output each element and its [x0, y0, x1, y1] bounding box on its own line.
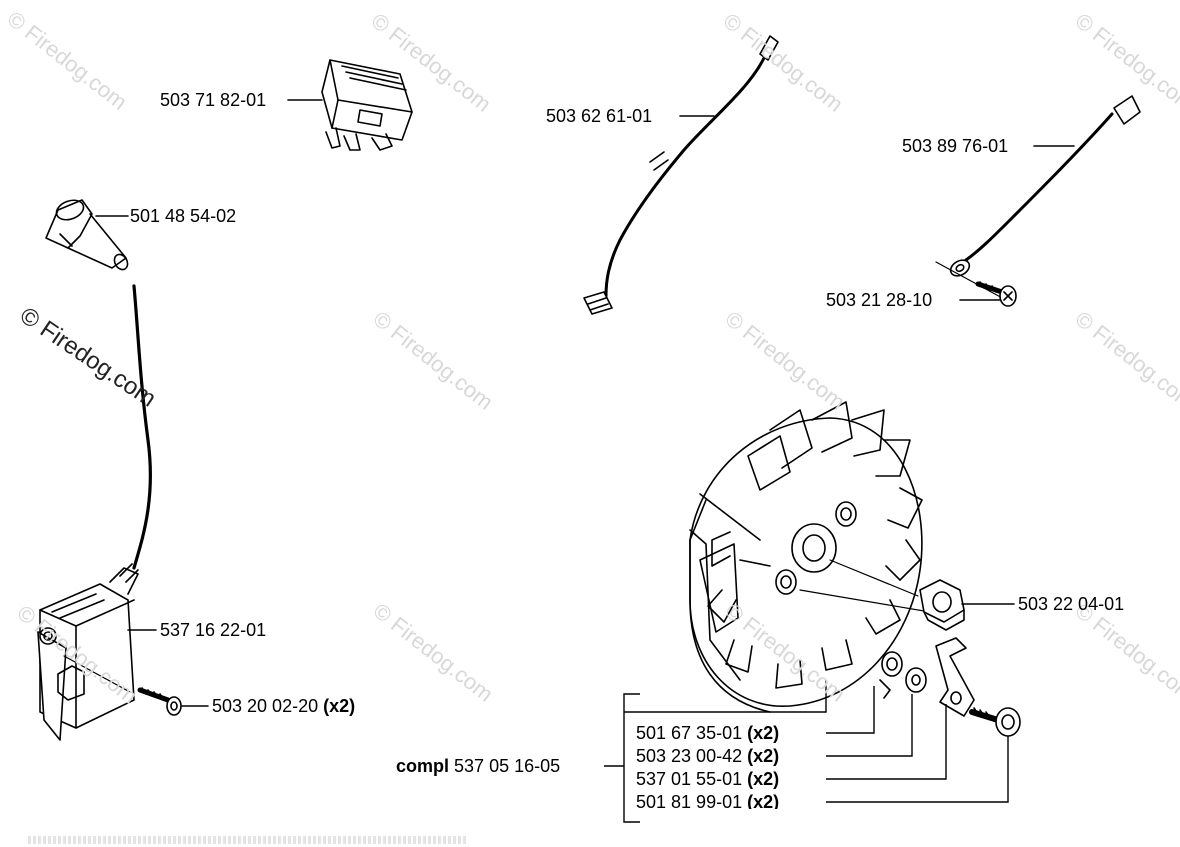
ht-lead-drawing [132, 284, 152, 570]
part-qty: (x2) [323, 696, 356, 716]
part-label-switch: 503 71 82-01 [160, 90, 267, 110]
part-label-wire-a: 503 62 61-01 [546, 106, 653, 126]
compl-number: 537 05 16-05 [454, 756, 561, 776]
wire-b-drawing [949, 95, 1141, 277]
flywheel-nut-drawing [919, 579, 965, 631]
footer-strip [28, 836, 468, 844]
compl-item: 501 67 35-01 (x2) [636, 723, 780, 743]
pawl-parts-drawing [879, 637, 1021, 737]
coil-screw-axis [63, 655, 131, 693]
part-label-wire-screw: 503 21 28-10 [826, 290, 933, 310]
spark-plug-boot-drawing [45, 199, 129, 271]
part-number: 503 20 02-20 [212, 696, 319, 716]
compl-item: 537 01 55-01 (x2) [636, 769, 780, 789]
part-label-nut: 503 22 04-01 [1018, 594, 1125, 614]
flywheel-drawing [689, 401, 931, 713]
part-label-boot: 501 48 54-02 [130, 206, 237, 226]
ignition-module-drawing [37, 563, 139, 741]
coil-screw-drawing [137, 687, 182, 716]
wire-a-drawing [583, 35, 779, 315]
compl-prefix: compl [396, 756, 450, 776]
stop-switch-drawing [321, 59, 413, 151]
wire-screw-drawing [975, 281, 1017, 307]
compl-bracket [604, 680, 1009, 823]
compl-label: compl 537 05 16-05 [396, 756, 560, 776]
part-label-coil: 537 16 22-01 [160, 620, 267, 640]
part-label-coil-screw: 503 20 02-20 (x2) [212, 696, 355, 716]
compl-item: 501 81 99-01 (x2) [636, 792, 780, 809]
compl-item: 503 23 00-42 (x2) [636, 746, 780, 766]
part-label-wire-b: 503 89 76-01 [902, 136, 1009, 156]
